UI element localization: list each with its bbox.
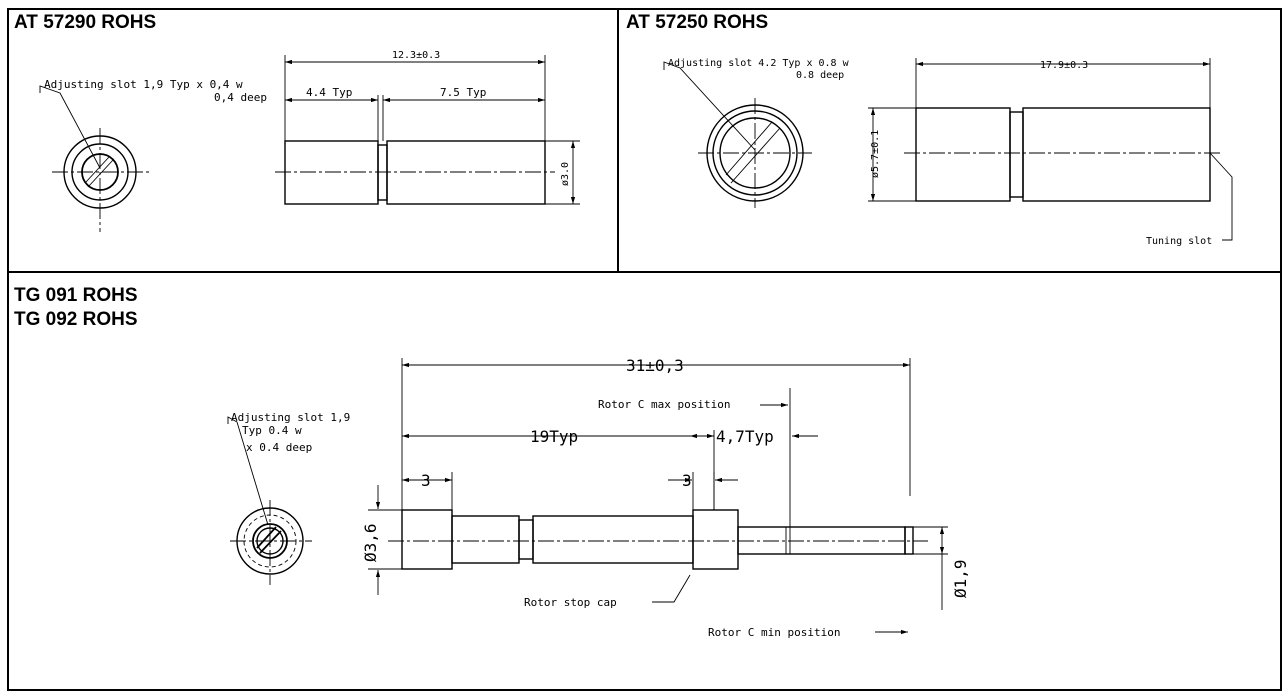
at57290-dim-left: 4.4 Typ: [306, 86, 352, 99]
title-at57290: AT 57290 ROHS: [14, 12, 157, 33]
tg091-dim-dia-large: Ø3,6: [361, 523, 380, 562]
at57290-slot-label-1: Adjusting slot 1,9 Typ x 0,4 w: [44, 78, 243, 91]
at57250-dim-overall: 17.9±0.3: [1040, 60, 1088, 71]
tg091-slot-label-3: x 0.4 deep: [246, 441, 312, 454]
at57290-dim-diameter: ø3.0: [560, 162, 571, 186]
at57290-slot-label-2: 0,4 deep: [214, 91, 267, 104]
at57250-side-view: [868, 58, 1233, 241]
tg091-end-view: [227, 416, 312, 585]
at57290-dim-right: 7.5 Typ: [440, 86, 486, 99]
at57250-slot-label-2: 0.8 deep: [796, 70, 844, 81]
tg091-rotor-max: Rotor C max position: [598, 398, 730, 411]
tg091-rotor-stop: Rotor stop cap: [524, 596, 617, 609]
title-at57250: AT 57250 ROHS: [626, 12, 769, 33]
at57290-dim-overall: 12.3±0.3: [392, 50, 440, 61]
tg091-dim-3b: 3: [682, 471, 692, 490]
at57290-side-view: [275, 55, 580, 205]
tg091-slot-label-1: Adjusting slot 1,9: [231, 411, 350, 424]
tg091-dim-47: 4,7Typ: [716, 427, 774, 446]
tg091-rotor-min: Rotor C min position: [708, 626, 840, 639]
title-tg092: TG 092 ROHS: [14, 309, 138, 330]
at57250-dim-diameter: ø5.7±0.1: [870, 130, 881, 178]
tg091-slot-label-2: Typ 0.4 w: [242, 424, 302, 437]
tg091-dim-3a: 3: [421, 471, 431, 490]
tg091-dim-overall: 31±0,3: [626, 356, 684, 375]
tg091-side-view: [368, 358, 948, 635]
tg091-dim-dia-small: Ø1,9: [951, 559, 970, 598]
at57250-tuning-slot: Tuning slot: [1146, 236, 1212, 247]
at57250-slot-label-1: Adjusting slot 4.2 Typ x 0.8 w: [668, 58, 850, 69]
at57250-end-view: [663, 61, 812, 208]
at57290-end-view: [39, 85, 150, 232]
tg091-dim-19: 19Typ: [530, 427, 578, 446]
title-tg091: TG 091 ROHS: [14, 285, 138, 306]
